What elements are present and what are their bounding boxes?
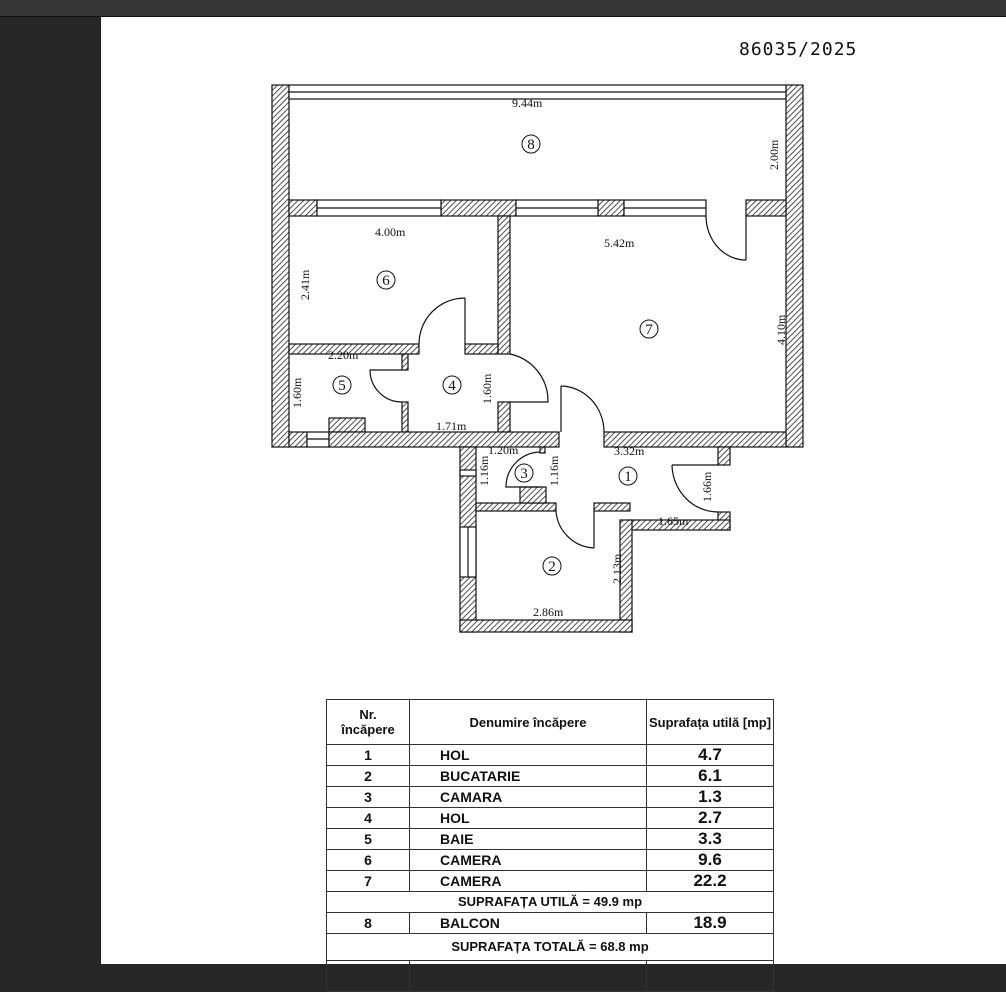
dim-room4-depth: 1.60m <box>480 373 494 404</box>
room-number-1: 1 <box>624 469 632 485</box>
dim-balcony-width: 9.44m <box>512 96 543 110</box>
table-row: 5 BAIE 3.3 <box>326 828 774 850</box>
table-row-balcony: 8 BALCON 18.9 <box>326 912 774 934</box>
table-row-partial <box>326 960 774 992</box>
room-area-table: Nr. încăpere Denumire încăpere Suprafața… <box>326 699 774 992</box>
room-number-8: 8 <box>527 137 535 153</box>
room-number-2: 2 <box>548 559 556 575</box>
dim-room5-width: 2.20m <box>328 348 359 362</box>
room-number-5: 5 <box>338 378 346 394</box>
dim-room4-width: 1.71m <box>436 419 467 433</box>
dim-room3-width: 1.20m <box>488 443 519 457</box>
viewer-toolbar <box>0 0 1006 17</box>
table-row: 2 BUCATARIE 6.1 <box>326 765 774 787</box>
table-row: 1 HOL 4.7 <box>326 744 774 766</box>
dim-room1-bottom: 1.65m <box>658 514 689 528</box>
table-header-row: Nr. încăpere Denumire încăpere Suprafața… <box>326 699 774 745</box>
dim-room2-depth: 2.13m <box>610 553 624 584</box>
table-row: 3 CAMARA 1.3 <box>326 786 774 808</box>
dim-room1-width: 3.32m <box>614 444 645 458</box>
viewer-sidebar <box>0 17 101 964</box>
document-number: 86035/2025 <box>739 39 858 60</box>
dim-room2-width: 2.86m <box>533 605 564 619</box>
room-number-6: 6 <box>382 273 390 289</box>
dim-room3-depth-b: 1.16m <box>547 455 561 486</box>
dim-room6-width: 4.00m <box>375 225 406 239</box>
dim-room6-depth: 2.41m <box>298 269 312 300</box>
table-row: 4 HOL 2.7 <box>326 807 774 829</box>
useful-area-total-row: SUPRAFAȚA UTILĂ = 49.9 mp <box>326 891 774 913</box>
table-row: 7 CAMERA 22.2 <box>326 870 774 892</box>
dim-room5-depth: 1.60m <box>290 377 304 408</box>
dim-balcony-depth: 2.00m <box>767 139 781 170</box>
dim-room3-depth-a: 1.16m <box>477 455 491 486</box>
room-number-3: 3 <box>520 466 528 482</box>
table-row: 6 CAMERA 9.6 <box>326 849 774 871</box>
document-page: 86035/2025 <box>101 17 1006 992</box>
room-number-4: 4 <box>448 378 456 394</box>
room-number-7: 7 <box>645 322 653 338</box>
header-room-number: Nr. încăpere <box>326 699 410 745</box>
dim-room1-entry: 1.66m <box>700 471 714 502</box>
floor-plan: 9.44m 2.00m 4.00m 2.41m 5.42m 4.10m 2.20… <box>271 84 804 633</box>
header-room-name: Denumire încăpere <box>409 699 647 745</box>
dim-room7-depth: 4.10m <box>774 314 788 345</box>
header-useful-area: Suprafața utilă [mp] <box>646 699 774 745</box>
grand-total-row: SUPRAFAȚA TOTALĂ = 68.8 mp <box>326 933 774 961</box>
dim-room7-width: 5.42m <box>604 236 635 250</box>
